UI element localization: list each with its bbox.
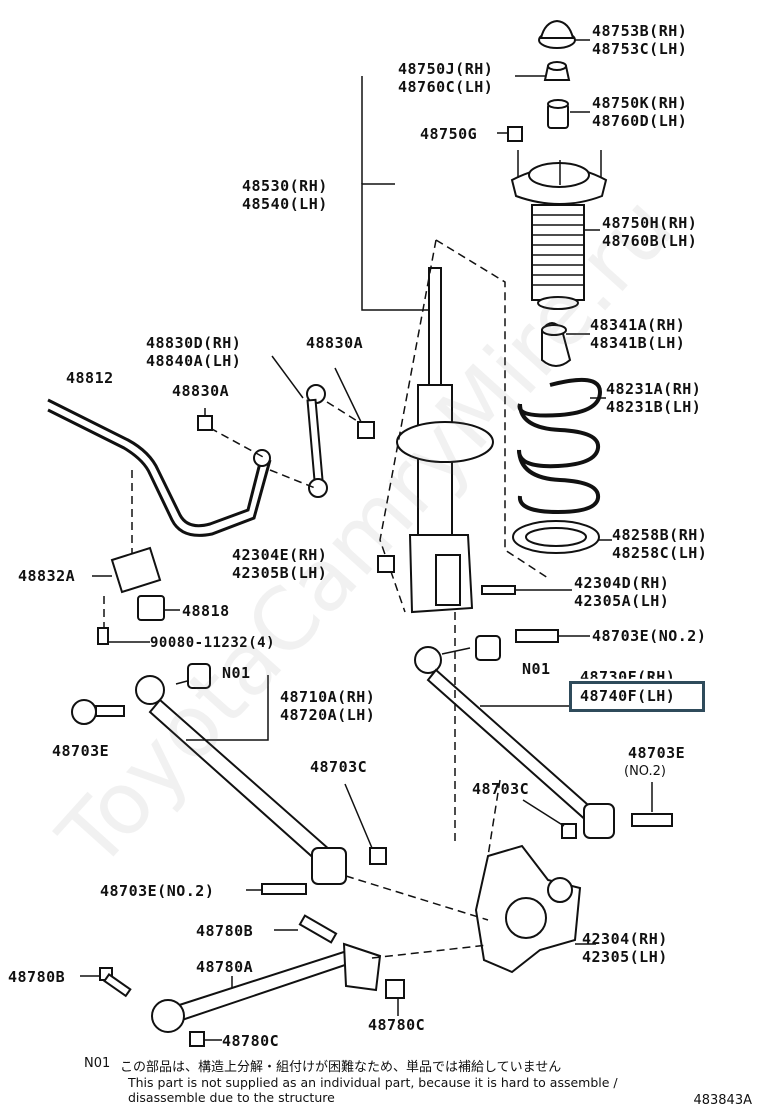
label-42304e: 42304E(RH) — [232, 546, 328, 564]
label-48341a: 48341A(RH) — [590, 316, 686, 334]
bolt-90080 — [97, 627, 109, 645]
label-48703e-left: 48703E — [52, 742, 110, 760]
rod-48730f — [414, 646, 615, 839]
nut-48780c-bottom — [189, 1031, 205, 1047]
highlight-box — [569, 681, 705, 712]
bolt-48703e-right — [631, 813, 673, 827]
nut-48830a-right — [357, 421, 375, 439]
note-code: N01 — [84, 1056, 111, 1071]
cap-48753 — [538, 19, 576, 49]
label-48703e-right: 48703E — [628, 744, 686, 762]
label-48830d: 48830D(RH) — [146, 334, 242, 352]
note-english-line2: disassemble due to the structure — [128, 1090, 335, 1105]
label-48760b: 48760B(LH) — [602, 232, 698, 250]
nut-48830a-left — [197, 415, 213, 431]
bolt-48780b-mid — [298, 914, 338, 944]
label-42304: 42304(RH) — [582, 930, 668, 948]
label-48753b: 48753B(RH) — [592, 22, 688, 40]
bolt-42304d — [481, 585, 516, 595]
label-48780b-mid: 48780B — [196, 922, 254, 940]
label-48753c: 48753C(LH) — [592, 40, 688, 58]
label-48530: 48530(RH) — [242, 177, 328, 195]
label-42305a: 42305A(LH) — [574, 592, 670, 610]
label-48710a: 48710A(RH) — [280, 688, 376, 706]
label-48703c-right: 48703C — [472, 780, 530, 798]
note-english-line1: This part is not supplied as an individu… — [128, 1075, 618, 1090]
label-48750k: 48750K(RH) — [592, 94, 688, 112]
label-48780a: 48780A — [196, 958, 254, 976]
label-48703c-mid: 48703C — [310, 758, 368, 776]
bumpstop-48341a — [541, 322, 572, 367]
label-48703e-right-no2: (NO.2) — [624, 764, 666, 779]
bush-n01-left — [187, 663, 211, 689]
nut-48703c-right — [561, 823, 577, 839]
label-42304d: 42304D(RH) — [574, 574, 670, 592]
label-48780c-bottom: 48780C — [222, 1032, 280, 1050]
label-48818: 48818 — [182, 602, 230, 620]
label-42305: 42305(LH) — [582, 948, 668, 966]
label-48231a: 48231A(RH) — [606, 380, 702, 398]
label-48720a: 48720A(LH) — [280, 706, 376, 724]
label-48832a: 48832A — [18, 567, 76, 585]
nut-48750j — [543, 61, 571, 81]
note-japanese: この部品は、構造上分解・組付けが困難なため、単品では補給していません — [120, 1060, 562, 1075]
label-48258c: 48258C(LH) — [612, 544, 708, 562]
label-48730f: 48730F(RH) — [580, 668, 676, 686]
stabilizer-48812 — [47, 398, 272, 537]
link-48830d — [306, 384, 328, 498]
label-48840a: 48840A(LH) — [146, 352, 242, 370]
label-48750g: 48750G — [420, 125, 478, 143]
arm-48780a — [151, 942, 382, 1033]
label-48750j: 48750J(RH) — [398, 60, 494, 78]
nut-48780c-right — [385, 979, 405, 999]
label-48740f: 48740F(LH) — [580, 687, 676, 705]
label-n01-right: N01 — [522, 660, 551, 678]
seat-48258b — [512, 520, 600, 554]
bellows — [531, 204, 585, 310]
nut-48750g — [507, 126, 523, 142]
nut-48703c-mid — [369, 847, 387, 865]
bush-n01-right — [475, 635, 501, 661]
label-42305b: 42305B(LH) — [232, 564, 328, 582]
label-n01-left: N01 — [222, 664, 251, 682]
bush-48750k — [547, 99, 569, 129]
spring-48231a — [517, 377, 603, 515]
label-90080: 90080-11232(4) — [150, 635, 276, 651]
label-48231b: 48231B(LH) — [606, 398, 702, 416]
label-48830a: 48830A — [172, 382, 230, 400]
label-48780c-right: 48780C — [368, 1016, 426, 1034]
bolt-48703e-no2-bottom — [261, 883, 307, 895]
label-48540: 48540(LH) — [242, 195, 328, 213]
bush-48818 — [137, 595, 165, 621]
label-48750h: 48750H(RH) — [602, 214, 698, 232]
bracket-48832a — [110, 546, 162, 594]
label-48780b-left: 48780B — [8, 968, 66, 986]
label-48703e-no2-bottom: 48703E(NO.2) — [100, 882, 215, 900]
knuckle-42304 — [474, 844, 582, 974]
label-48830a-top: 48830A — [306, 334, 364, 352]
label-48341b: 48341B(LH) — [590, 334, 686, 352]
bush-42304e — [377, 555, 395, 573]
label-48760d: 48760D(LH) — [592, 112, 688, 130]
bolt-48703e-no2-top — [515, 629, 559, 643]
bolt-48703e-left — [71, 699, 125, 725]
label-48760c: 48760C(LH) — [398, 78, 494, 96]
label-48258b: 48258B(RH) — [612, 526, 708, 544]
mount-48750h — [510, 150, 608, 205]
label-48703e-no2-top: 48703E(NO.2) — [592, 627, 707, 645]
strut-48530 — [396, 267, 494, 614]
figure-number: 483843A — [693, 1093, 752, 1108]
label-48812: 48812 — [66, 369, 114, 387]
